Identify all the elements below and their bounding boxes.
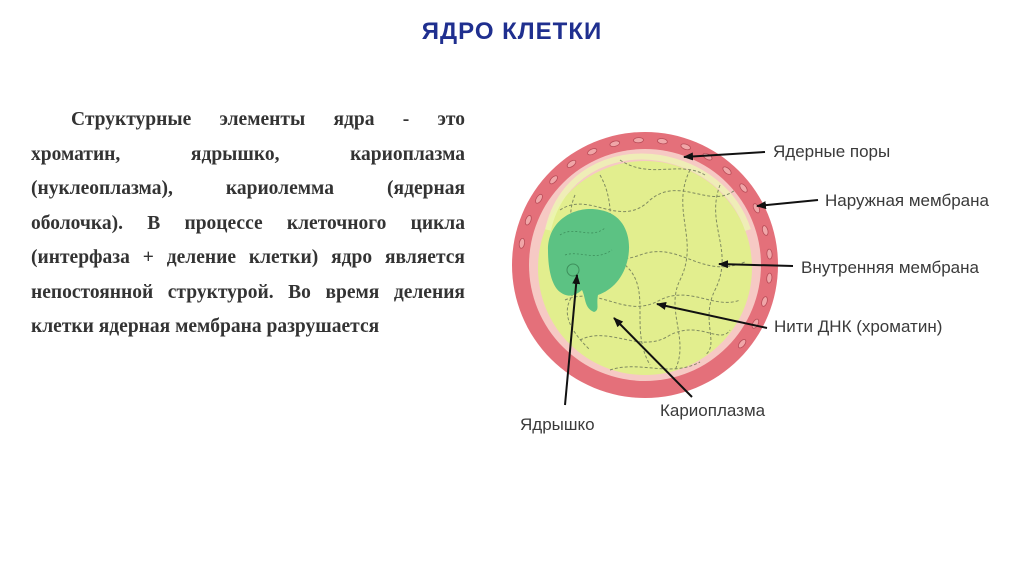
nuclear-pore [737,339,747,349]
label-nuclear-pores: Ядерные поры [773,142,890,161]
nuclear-pore [722,166,732,175]
label-arrows [564,151,819,406]
nuclear-pore [657,138,668,145]
nuclear-pore [761,225,769,236]
nuclear-pore [587,148,598,156]
arrow-nuclear-pores [683,151,766,161]
arrow-nucleolus [564,274,581,406]
description-text: Структурные элементы ядра - это хроматин… [31,109,465,337]
nuclear-pore [766,248,773,260]
arrow-dna-threads [656,302,768,329]
nucleolus [548,209,630,312]
nuclear-pore [633,137,644,144]
nuclear-pore [739,183,748,193]
nucleolus-texture [559,227,613,256]
arrow-karyoplasm [613,317,693,398]
label-nucleolus: Ядрышко [520,415,595,434]
nuclear-pore [549,175,558,185]
label-outer-membrane: Наружная мембрана [825,191,990,210]
karyoplasm-light-edge [545,153,751,231]
arrow-outer-membrane [756,199,819,210]
label-karyoplasm: Кариоплазма [660,401,766,420]
nuclear-pore [761,296,768,307]
slide-title: ЯДРО КЛЕТКИ [421,18,603,45]
nuclear-pore [524,215,532,226]
nuclear-pore [609,140,621,147]
nuclear-pore [766,272,773,284]
nuclear-pore [518,237,526,249]
label-inner-membrane: Внутренняя мембрана [801,258,980,277]
label-dna-threads: Нити ДНК (хроматин) [774,317,942,336]
nuclear-pore [566,159,577,168]
arrow-inner-membrane [718,260,794,269]
nuclear-pore [535,193,543,204]
nuclear-pore [680,143,691,151]
